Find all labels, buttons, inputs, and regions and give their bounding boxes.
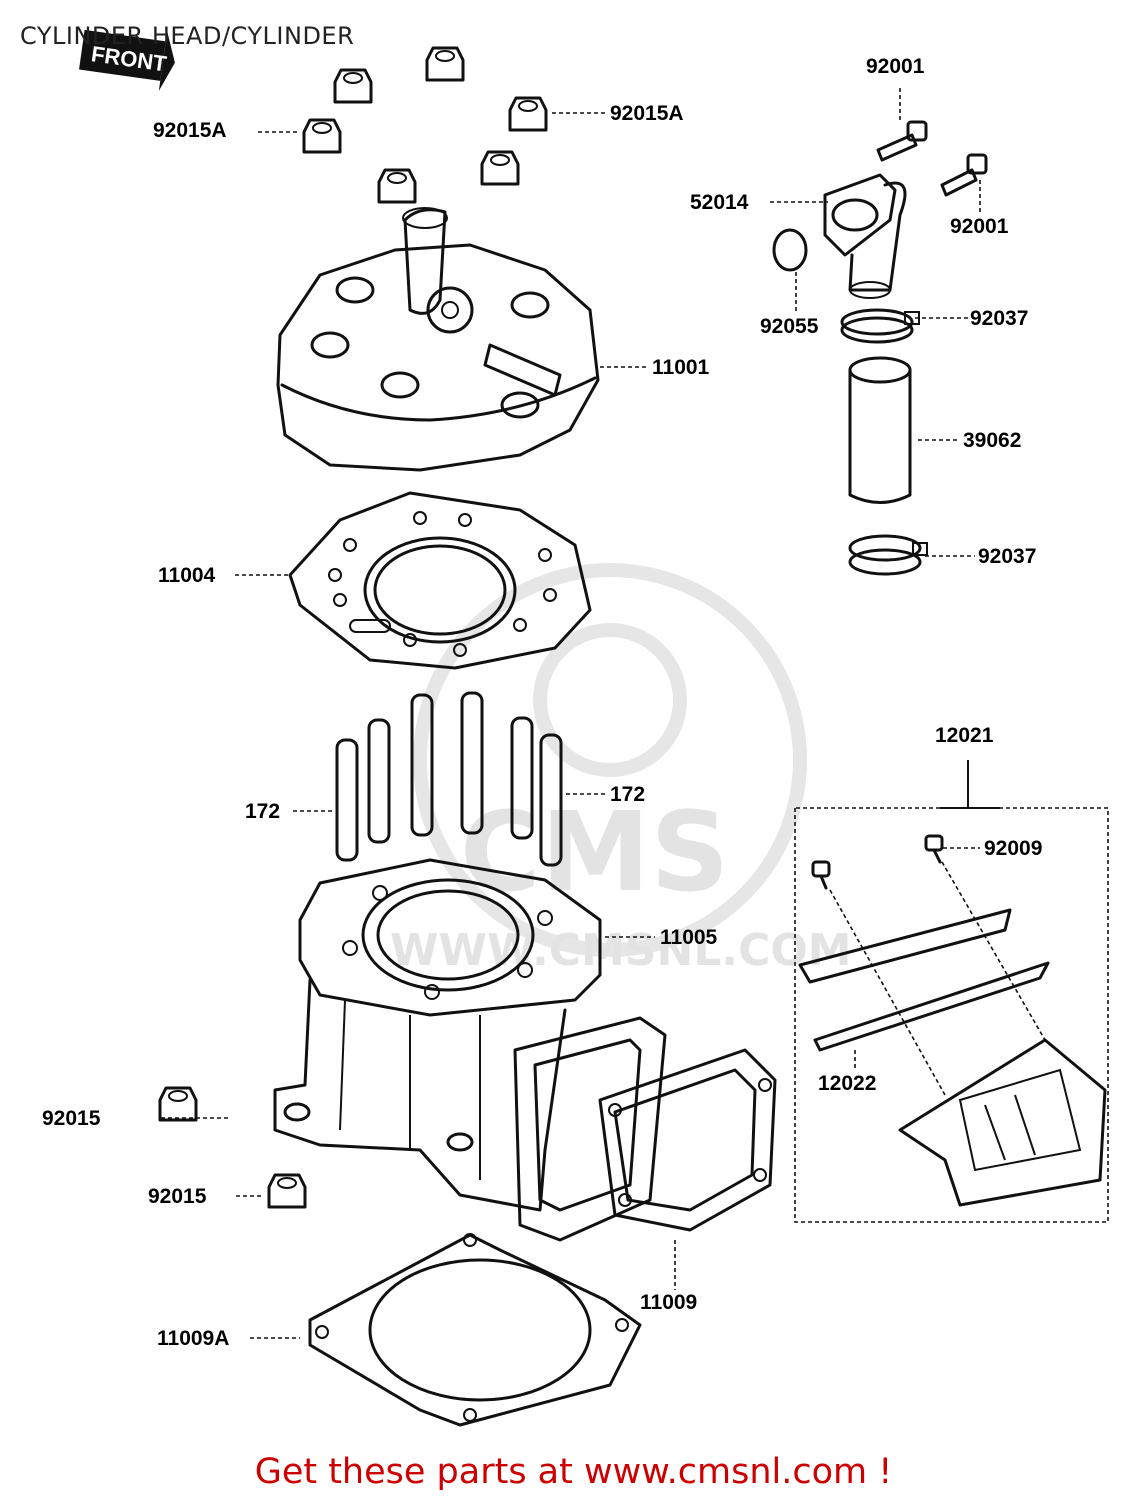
label-172-left: 172 — [245, 800, 281, 823]
intake-gasket-11009 — [513, 1016, 777, 1242]
bolt-92001-lower — [940, 153, 988, 197]
water-fitting-52014 — [823, 173, 907, 299]
label-11009: 11009 — [640, 1291, 698, 1314]
cylinder-11005 — [273, 858, 602, 1212]
base-gasket-11009A — [308, 1233, 642, 1427]
watermark-logo: CMS WWW.CMSNL.COM — [390, 563, 852, 976]
label-12022: 12022 — [818, 1072, 877, 1095]
label-11004: 11004 — [158, 564, 216, 587]
label-92009: 92009 — [984, 837, 1043, 860]
cmsnl-link[interactable]: Get these parts at www.cmsnl.com ! — [254, 1452, 893, 1492]
hose-39062 — [848, 356, 912, 504]
label-11001: 11001 — [652, 356, 710, 379]
page-title: CYLINDER HEAD/CYLINDER — [20, 22, 355, 50]
clamp-92037-upper — [840, 308, 920, 344]
label-92015-lower: 92015 — [148, 1185, 207, 1208]
label-11005: 11005 — [660, 926, 718, 949]
watermark-brand: CMS — [460, 788, 729, 916]
label-39062: 39062 — [963, 429, 1022, 452]
label-92001-top: 92001 — [866, 55, 925, 78]
front-arrow: FRONT — [79, 29, 175, 91]
screw-92009-a — [924, 834, 944, 864]
label-92037-bottom: 92037 — [978, 545, 1037, 568]
label-11009A: 11009A — [157, 1327, 230, 1350]
nut-92015A-group — [302, 46, 548, 204]
label-92015-upper: 92015 — [42, 1107, 101, 1130]
head-gasket-11004 — [288, 491, 592, 670]
label-172-right: 172 — [610, 783, 646, 806]
label-92055: 92055 — [760, 315, 819, 338]
label-12021: 12021 — [935, 724, 994, 747]
label-92001-right: 92001 — [950, 215, 1009, 238]
label-92015A-right: 92015A — [610, 102, 684, 125]
label-52014: 52014 — [690, 191, 749, 214]
label-92015A-left: 92015A — [153, 119, 227, 142]
leader-lines — [158, 88, 981, 1339]
clamp-92037-lower — [848, 534, 928, 576]
o-ring-92055 — [772, 228, 808, 272]
nut-92015-group — [158, 1086, 307, 1209]
studs-172 — [335, 691, 563, 867]
cylinder-head-11001 — [276, 207, 600, 472]
screw-92009-b — [811, 860, 831, 890]
reed-valve-assembly-12021 — [794, 760, 1109, 1223]
watermark-url: WWW.CMSNL.COM — [390, 925, 852, 976]
label-92037-top: 92037 — [970, 307, 1029, 330]
bolt-92001-upper — [876, 120, 928, 162]
